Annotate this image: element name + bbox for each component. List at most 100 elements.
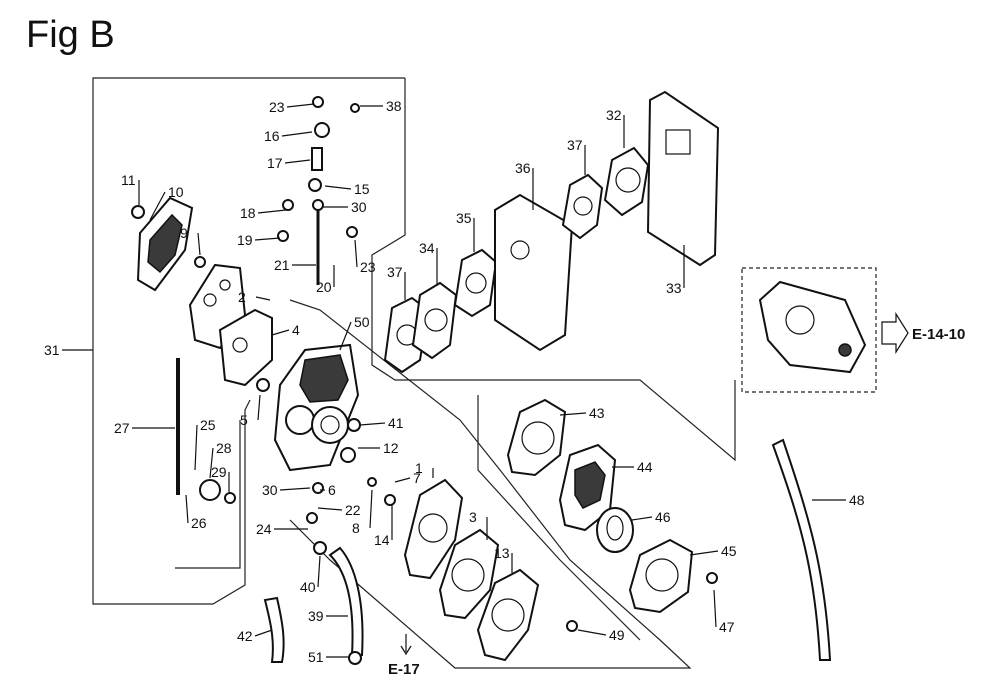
leader-line-5 [257,394,261,421]
reference-label-bottom: E-17 [388,661,420,678]
leader-line-7 [394,477,411,483]
callout-48: 48 [849,492,865,508]
callout-26: 26 [191,515,207,531]
callout-36: 36 [515,160,531,176]
body-group-outline [289,299,692,669]
leader-line-50 [339,321,352,351]
leader-line-9 [197,232,201,256]
assembly-subgroup-outline [175,420,241,569]
callout-22: 22 [345,502,361,518]
callout-3: 3 [469,509,477,525]
callout-50: 50 [354,314,370,330]
callout-33: 33 [666,280,682,296]
leader-line-23b [354,239,358,268]
leader-line-17 [284,159,311,164]
leader-line-10 [149,191,166,221]
part-plate-36 [494,193,574,352]
leader-line-41 [359,422,386,426]
part-tube-48 [771,438,832,661]
callout-23b: 23 [360,259,376,275]
callout-17: 17 [267,155,283,171]
part-cover-plate [136,196,194,292]
intake-group-outline [371,78,736,462]
leader-line-30 [279,487,311,491]
leader-line-26 [185,494,189,524]
callout-47: 47 [719,619,735,635]
callout-42: 42 [237,628,253,644]
callout-2: 2 [238,289,246,305]
leader-line-19 [254,237,281,241]
callout-51: 51 [308,649,324,665]
callout-21: 21 [274,257,290,273]
callout-6: 6 [328,482,336,498]
callout-32: 32 [606,107,622,123]
part-plate-3 [438,528,500,620]
pump-group-outline [477,395,641,641]
leader-line-28 [209,447,214,479]
callout-28: 28 [216,440,232,456]
callout-27: 27 [114,420,130,436]
callout-11: 11 [121,172,136,188]
part-reference-assembly [758,280,867,374]
callout-43: 43 [589,405,605,421]
callout-8: 8 [352,520,360,536]
part-pump-body-44 [558,443,617,532]
callout-5: 5 [240,412,248,428]
leader-line-23 [286,103,315,108]
fasteners [131,96,718,665]
callout-44: 44 [637,459,653,475]
part-carburetor-body [273,343,360,472]
callout-10: 10 [168,184,184,200]
callout-9: 9 [180,225,188,241]
callout-30: 30 [262,482,278,498]
callout-14: 14 [374,532,390,548]
callout-20: 20 [316,279,332,295]
leader-line-49 [577,629,607,636]
callout-16: 16 [264,128,280,144]
part-tube-39 [328,546,364,656]
callout-15: 15 [354,181,370,197]
callout-39: 39 [308,608,324,624]
callout-35: 35 [456,210,472,226]
callout-46: 46 [655,509,671,525]
callout-31: 31 [44,342,60,358]
part-gasket-1 [403,478,464,580]
leader-line-22 [317,507,343,511]
callout-41: 41 [388,415,404,431]
leader-line-46 [631,516,653,521]
callout-7: 7 [413,470,421,486]
part-gasket-13 [476,568,540,662]
leader-line-47 [713,589,717,628]
reference-dashed-box [741,267,877,393]
callout-24: 24 [256,521,272,537]
leader-line-25 [194,424,198,471]
part-plate-33 [646,90,720,267]
callout-12: 12 [383,440,399,456]
part-tube-42 [263,596,285,663]
callout-23: 23 [269,99,285,115]
callout-labels: 1234567891011121314151617181920212223242… [44,98,865,665]
callout-37b: 37 [567,137,583,153]
callout-30b: 30 [351,199,367,215]
figure-title: Fig B [26,14,115,56]
part-diaphragm [218,308,273,387]
leader-line-43 [559,412,587,416]
part-filter-46 [596,507,634,553]
callout-19: 19 [237,232,253,248]
leader-line-18 [257,209,287,214]
callout-45: 45 [721,543,737,559]
leader-line-16 [281,131,313,137]
part-gasket-37-upper [561,173,604,240]
callout-18: 18 [240,205,256,221]
callout-38: 38 [386,98,402,114]
leader-line-8 [369,489,373,529]
callout-49: 49 [609,627,625,643]
leader-line-40 [317,555,321,588]
reference-label-right: E-14-10 [912,326,965,343]
leader-line-45 [689,550,719,556]
callout-25: 25 [200,417,216,433]
callout-34: 34 [419,240,435,256]
leader-line-15 [324,185,352,190]
